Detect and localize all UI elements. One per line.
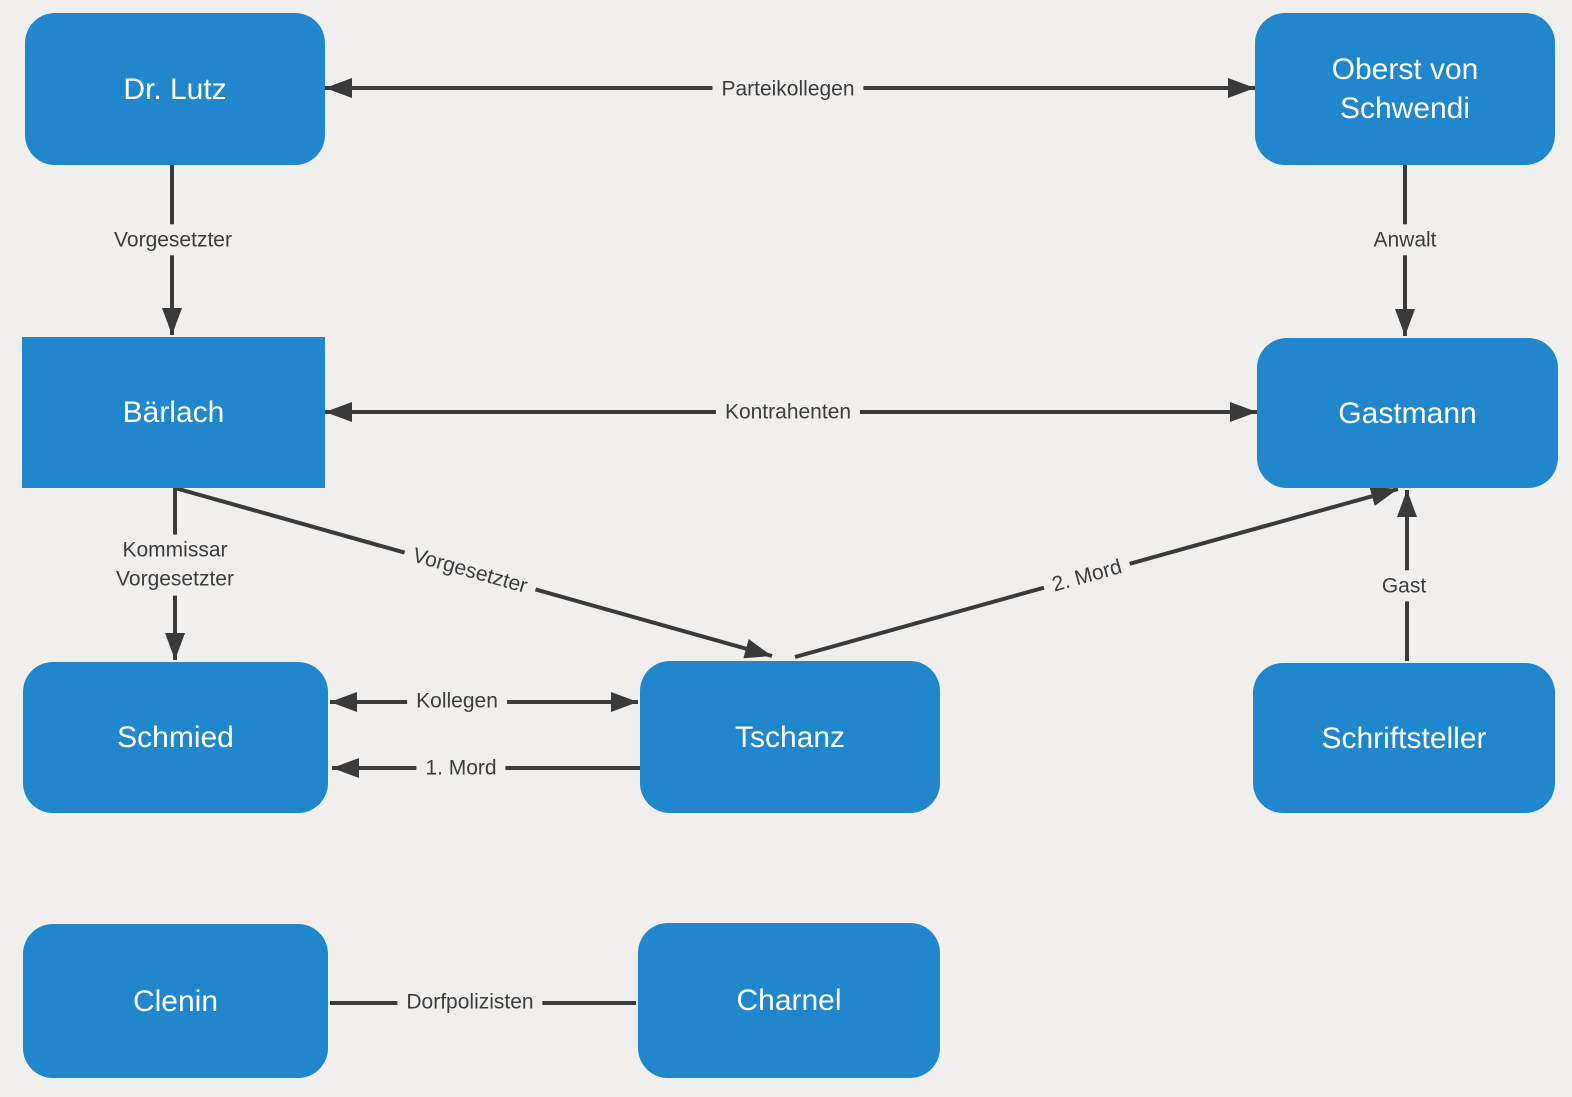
node-label: Bärlach xyxy=(122,396,225,429)
node-charnel: Charnel xyxy=(638,923,940,1078)
node-label: Oberst von Schwendi xyxy=(1331,53,1479,125)
node-clenin: Clenin xyxy=(23,924,328,1078)
node-label: Gastmann xyxy=(1338,396,1477,430)
node-label: Schmied xyxy=(117,721,234,754)
node-schriftsteller: Schriftsteller xyxy=(1253,663,1555,813)
node-baerlach: Bärlach xyxy=(22,337,325,488)
node-dr-lutz: Dr. Lutz xyxy=(25,13,325,165)
edge-label-gast: Gast xyxy=(1372,570,1436,602)
node-label: Charnel xyxy=(736,984,842,1017)
node-label: Dr. Lutz xyxy=(123,72,227,106)
node-gastmann: Gastmann xyxy=(1257,338,1558,488)
edge-label-anwalt: Anwalt xyxy=(1364,224,1446,256)
edge-label-erster-mord: 1. Mord xyxy=(416,752,506,784)
node-label: Clenin xyxy=(132,984,219,1018)
node-tschanz: Tschanz xyxy=(640,661,940,813)
edge-label-parteikollegen: Parteikollegen xyxy=(712,73,864,105)
node-oberst-von-schwendi: Oberst von Schwendi xyxy=(1255,13,1555,165)
node-label: Tschanz xyxy=(734,720,846,754)
edge-label-kontrahenten: Kontrahenten xyxy=(715,396,861,428)
node-label: Schriftsteller xyxy=(1321,721,1487,755)
edge-label-kollegen: Kollegen xyxy=(407,685,507,717)
node-schmied: Schmied xyxy=(23,662,328,813)
edge-label-vorgesetzter-lutz-baerlach: Vorgesetzter xyxy=(105,224,241,256)
edge-label-kommissar-vorgesetzter: Kommissar Vorgesetzter xyxy=(107,534,243,596)
edge-label-dorfpolizisten: Dorfpolizisten xyxy=(397,986,543,1018)
